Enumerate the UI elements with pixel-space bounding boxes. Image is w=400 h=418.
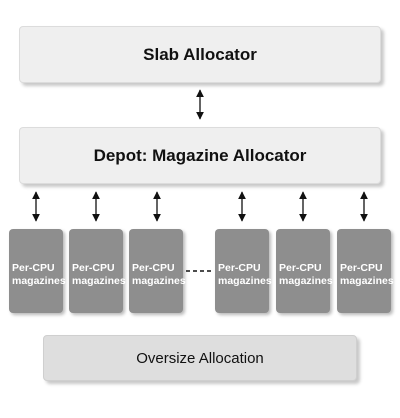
magazine-label-line1: Per-CPU bbox=[340, 262, 383, 274]
slab-allocator-box: Slab Allocator bbox=[19, 26, 381, 83]
magazine-label-line1: Per-CPU bbox=[132, 262, 175, 274]
magazine-box-3: Per-CPU magazines bbox=[129, 229, 186, 313]
magazine-label-line1: Per-CPU bbox=[12, 262, 55, 274]
magazine-box-1: Per-CPU magazines bbox=[9, 229, 66, 313]
magazine-label-line2: magazines bbox=[12, 275, 66, 287]
magazine-box-4: Per-CPU magazines bbox=[215, 229, 272, 313]
oversize-allocation-box: Oversize Allocation bbox=[43, 335, 357, 381]
depot-box: Depot: Magazine Allocator bbox=[19, 127, 381, 184]
magazine-label-line1: Per-CPU bbox=[72, 262, 115, 274]
magazine-label-line2: magazines bbox=[132, 275, 186, 287]
oversize-allocation-label: Oversize Allocation bbox=[136, 349, 264, 367]
magazine-label-line1: Per-CPU bbox=[279, 262, 322, 274]
magazine-label-line2: magazines bbox=[218, 275, 272, 287]
magazine-label-line2: magazines bbox=[340, 275, 394, 287]
magazine-label-line2: magazines bbox=[72, 275, 126, 287]
depot-label: Depot: Magazine Allocator bbox=[93, 145, 307, 165]
magazine-box-2: Per-CPU magazines bbox=[69, 229, 126, 313]
slab-allocator-label: Slab Allocator bbox=[143, 44, 257, 64]
magazine-label-line2: magazines bbox=[279, 275, 333, 287]
magazine-label-line1: Per-CPU bbox=[218, 262, 261, 274]
magazine-box-5: Per-CPU magazines bbox=[276, 229, 333, 313]
magazine-box-6: Per-CPU magazines bbox=[337, 229, 394, 313]
